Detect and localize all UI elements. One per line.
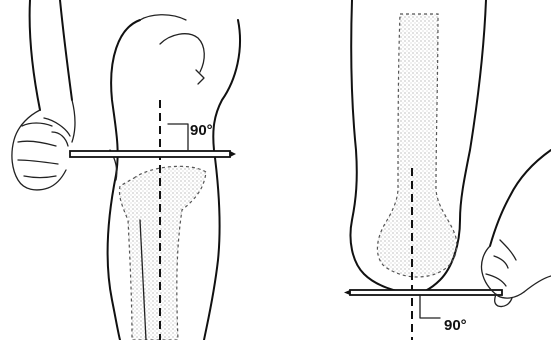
left-right-angle-marker xyxy=(168,124,188,151)
left-angle-label: 90° xyxy=(190,122,213,139)
right-angle-label: 90° xyxy=(444,317,467,334)
left-straight-edge xyxy=(70,151,236,157)
left-examiner-hand xyxy=(12,0,75,190)
right-examiner-hand xyxy=(481,150,551,307)
right-right-angle-marker xyxy=(420,296,440,318)
left-figure: 90° xyxy=(12,0,240,340)
right-straight-edge xyxy=(344,290,502,295)
left-tibia-bone xyxy=(119,166,206,340)
right-femur-bone xyxy=(377,14,456,277)
right-figure: 90° xyxy=(344,0,551,340)
